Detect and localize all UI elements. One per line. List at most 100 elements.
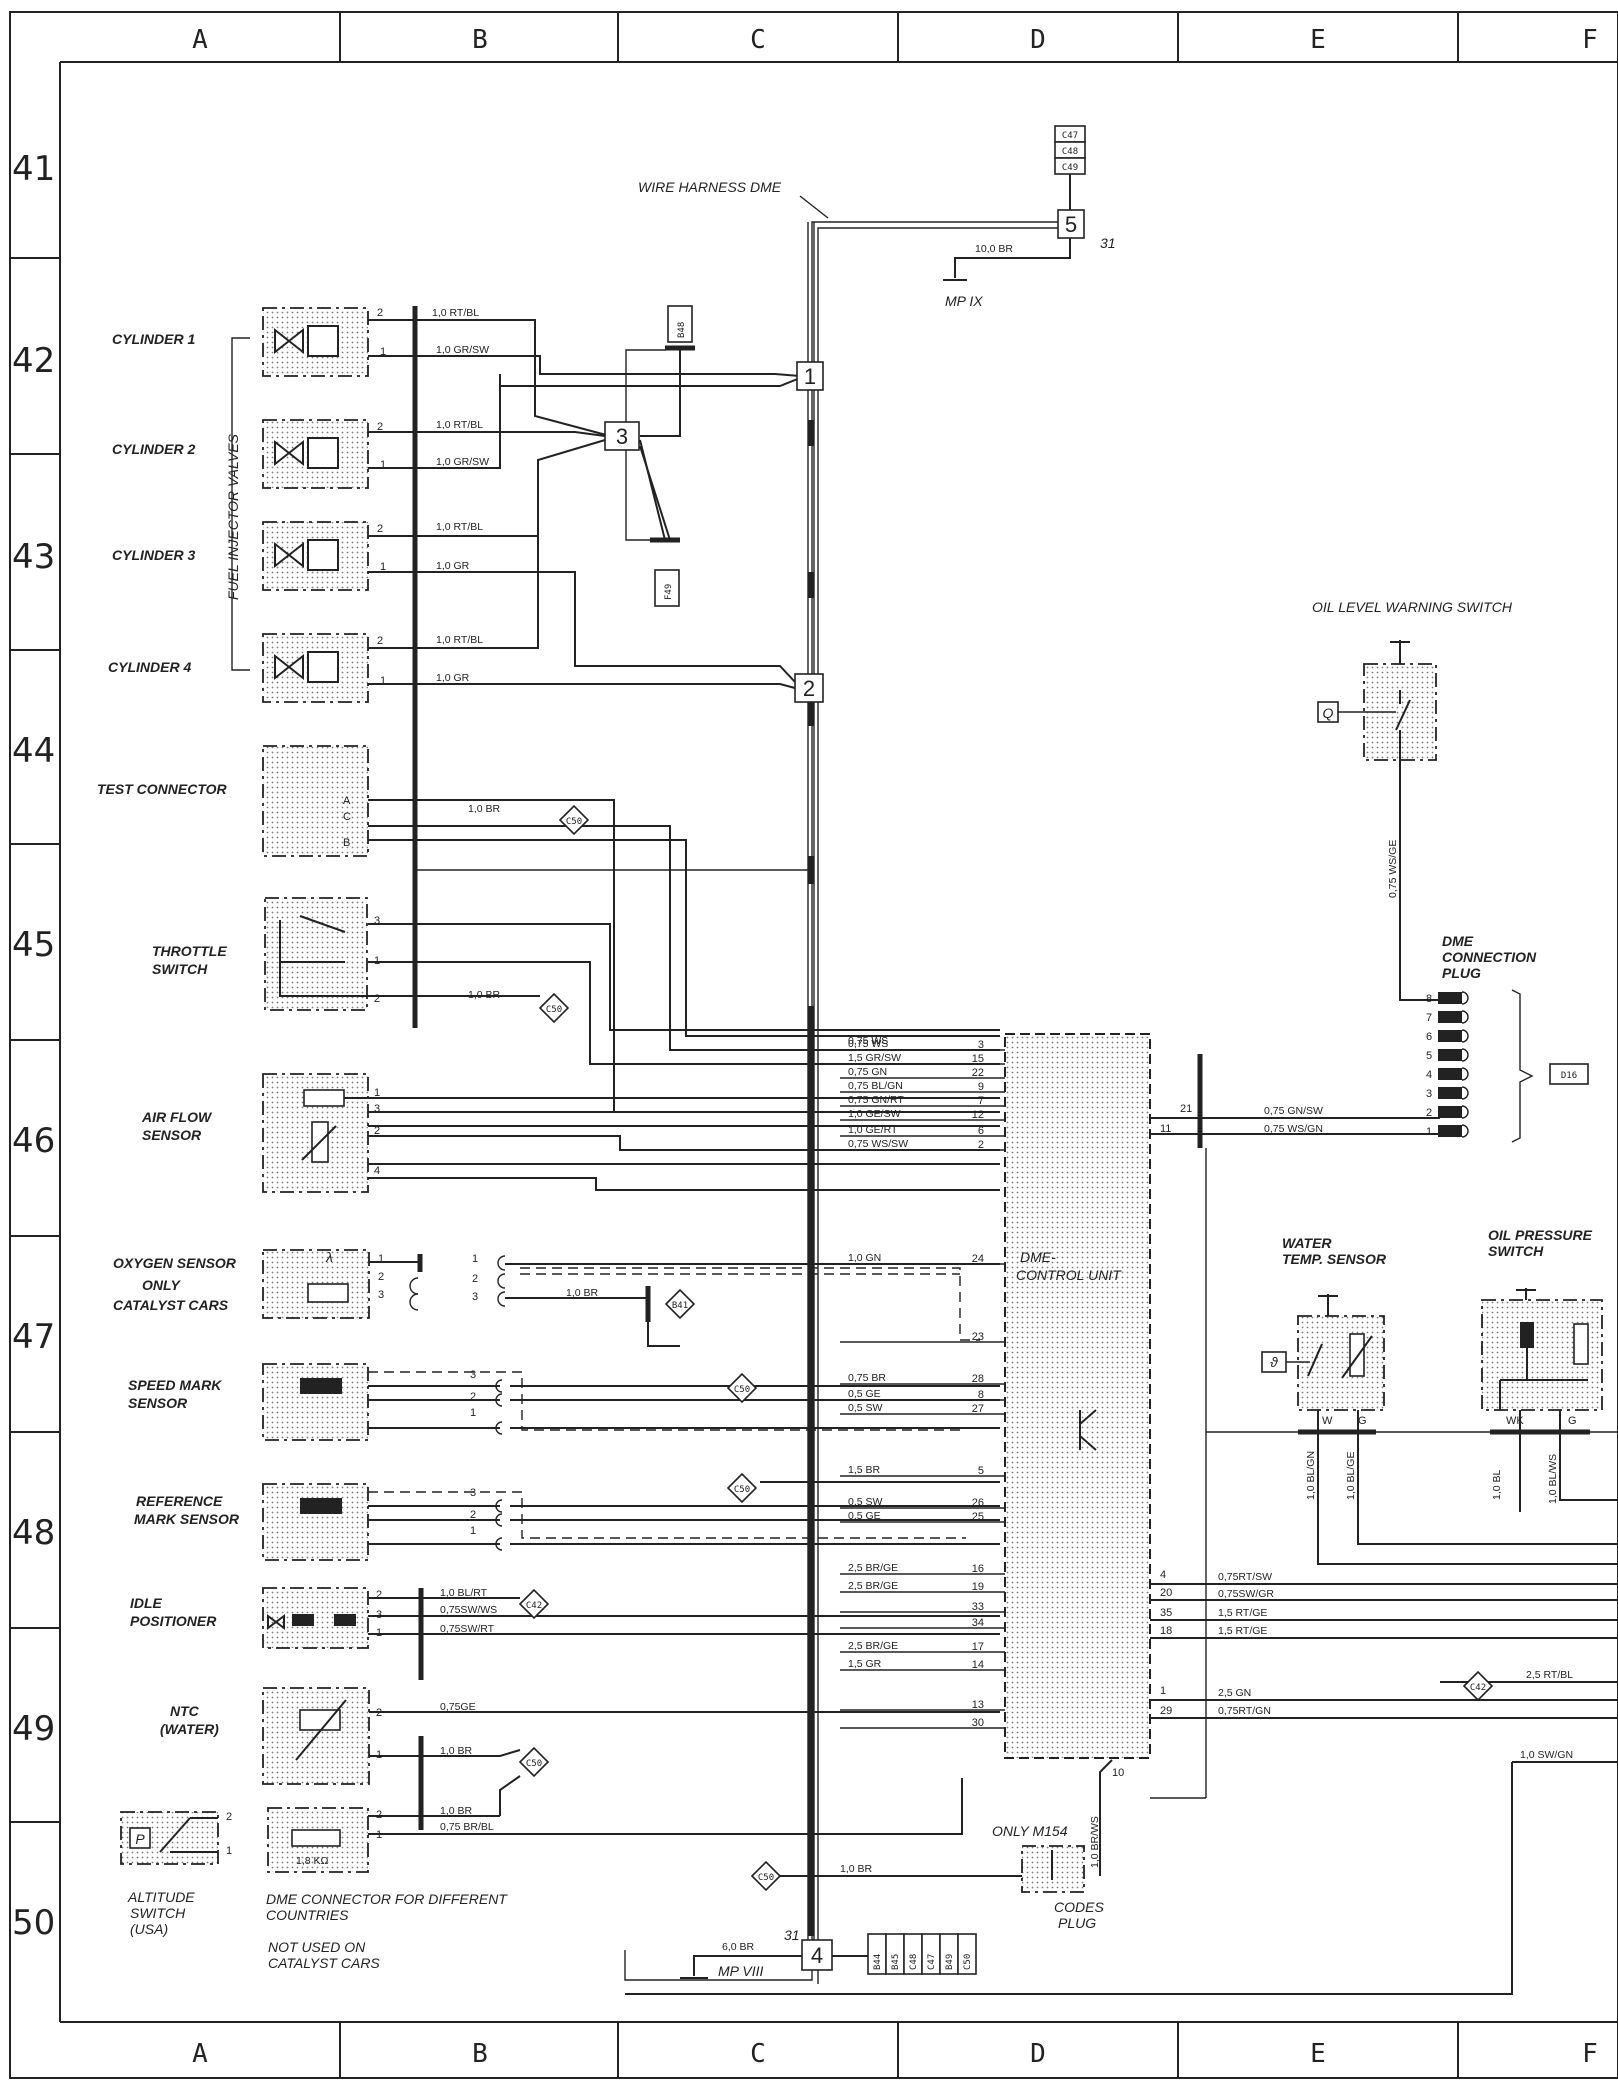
ecu-pin-16: 16: [972, 1563, 984, 1575]
svg-text:B41: B41: [672, 1301, 688, 1311]
svg-text:C50: C50: [734, 1385, 750, 1395]
ecu-pin-6: 6: [978, 1125, 984, 1137]
row-49: 49: [12, 1709, 55, 1749]
ecu-wire-label: 0,5 GE: [848, 1388, 881, 1400]
ecu-pin-25: 25: [972, 1511, 984, 1523]
row-44: 44: [12, 731, 55, 771]
oil-level-label: OIL LEVEL WARNING SWITCH: [1312, 599, 1513, 615]
plug-contact: [1438, 992, 1462, 1004]
ecu-pin-22: 22: [972, 1067, 984, 1079]
node-4: 4: [811, 1943, 823, 1968]
speed-mark-sensor: SPEED MARK SENSOR 321 C50: [128, 1363, 1000, 1441]
ref-c47: C47: [927, 1954, 937, 1970]
throttle-label-2: SWITCH: [152, 961, 208, 977]
row-41: 41: [12, 149, 55, 189]
not-used-label-2: CATALYST CARS: [268, 1955, 380, 1971]
wire-10br: 10,0 BR: [975, 243, 1013, 255]
dme-control-unit: DME- CONTROL UNIT 0,75 WS1,5 GR/SW0,75 G…: [840, 1033, 1203, 1759]
ecu-pin-14: 14: [972, 1659, 984, 1671]
ecu-pin-15: 15: [972, 1053, 984, 1065]
svg-text:2: 2: [374, 1125, 380, 1137]
speed-label-1: SPEED MARK: [128, 1377, 222, 1393]
svg-text:4: 4: [1160, 1569, 1166, 1581]
refmark-label-1: REFERENCE: [136, 1493, 223, 1509]
row-47: 47: [12, 1317, 55, 1357]
svg-text:G: G: [1568, 1415, 1577, 1427]
svg-text:1: 1: [380, 346, 386, 358]
ecu-wire-label: 0,75 WS/SW: [848, 1138, 908, 1150]
wl-r35: 1,5 RT/GE: [1218, 1607, 1267, 1619]
row-42: 42: [12, 341, 55, 381]
svg-text:3: 3: [374, 915, 380, 927]
ref-c49: C49: [1062, 163, 1078, 173]
svg-text:35: 35: [1160, 1607, 1172, 1619]
wl-op2: 1,0 BL/WS: [1547, 1454, 1559, 1504]
oil-pressure-switch: OIL PRESSURE SWITCH WK G 1,0 BL 1,0 BL/W…: [1481, 1227, 1618, 1512]
ecu-wire-label: 1,5 BR: [848, 1464, 881, 1476]
wl-op1: 1,0 BL: [1491, 1469, 1503, 1500]
wl-idle-c: 0,75SW/RT: [440, 1623, 495, 1635]
ref-d16: D16: [1561, 1071, 1577, 1081]
svg-text:18: 18: [1160, 1625, 1172, 1637]
wl-c2a: 1,0 RT/BL: [436, 419, 483, 431]
column-headers-bottom: A B C D E F: [192, 2039, 1598, 2069]
svg-text:C42: C42: [1470, 1683, 1486, 1693]
oxygen-label-3: CATALYST CARS: [113, 1297, 229, 1313]
wl-r20: 0,75SW/GR: [1218, 1588, 1274, 1600]
ecu-label-2: CONTROL UNIT: [1016, 1267, 1122, 1283]
plug-socket: [1461, 1086, 1469, 1100]
ecu-pin-5: 5: [978, 1465, 984, 1477]
wl-c4a: 1,0 RT/BL: [436, 634, 483, 646]
ntc-water: NTC (WATER) 21 0,75GE 1,0 BR C50: [160, 1687, 1000, 1830]
wl-oilsw: 0,75 WS/GE: [1387, 840, 1399, 898]
node-3: 3: [616, 424, 628, 449]
col-e: E: [1310, 25, 1326, 55]
row-50: 50: [12, 1903, 55, 1943]
ecu-wire-label: 0,75 GN: [848, 1066, 887, 1078]
ground-5-assembly: C47 C48 C49 5 31 10,0 BR MP IX WIRE HARN…: [624, 125, 1116, 1984]
ecu-pin-12: 12: [972, 1109, 984, 1121]
node-2: 2: [803, 676, 815, 701]
column-headers-top: A B C D E F: [192, 25, 1598, 55]
oil-level-warning-switch: OIL LEVEL WARNING SWITCH Q 0,75 WS/GE: [1312, 599, 1513, 1001]
codes-label-1: CODES: [1054, 1899, 1104, 1915]
test-connector: TEST CONNECTOR A C B 1,0 BR C50: [97, 745, 1000, 1113]
wl-r29: 0,75RT/GN: [1218, 1705, 1271, 1717]
svg-text:1: 1: [226, 1845, 232, 1857]
ground-31-bottom: 31: [784, 1927, 800, 1943]
ecu-wire-label: 0,5 SW: [848, 1496, 883, 1508]
svg-text:21: 21: [1180, 1103, 1192, 1115]
speed-label-2: SENSOR: [128, 1395, 188, 1411]
col-c: C: [750, 25, 766, 55]
wl-r25rtbl: 2,5 RT/BL: [1526, 1669, 1573, 1681]
row-48: 48: [12, 1513, 55, 1553]
oil-press-label-2: SWITCH: [1488, 1243, 1544, 1259]
mp-viii: MP VIII: [718, 1963, 763, 1979]
plug-contact: [1438, 1068, 1462, 1080]
svg-text:1: 1: [380, 675, 386, 687]
ecu-pin-27: 27: [972, 1403, 984, 1415]
wl-idle-b: 0,75SW/WS: [440, 1604, 497, 1616]
svg-text:29: 29: [1160, 1705, 1172, 1717]
svg-text:1: 1: [378, 1253, 384, 1265]
ref-f49: F49: [664, 584, 674, 600]
svg-text:1: 1: [470, 1407, 476, 1419]
row-headers: 41 42 43 44 45 46 47 48 49 50: [12, 149, 55, 1943]
mp-ix: MP IX: [945, 293, 983, 309]
svg-text:3: 3: [470, 1487, 476, 1499]
ref-c48: C48: [909, 1954, 919, 1970]
col-f: F: [1582, 25, 1598, 55]
ecu-left-labels: 0,75 WS1,5 GR/SW0,75 GN0,75 BL/GN0,75 GN…: [840, 1038, 1005, 1729]
ecu-pin-33: 33: [972, 1601, 984, 1613]
plug-pin-8: 8: [1426, 993, 1432, 1005]
row-43: 43: [12, 537, 55, 577]
wl-c1a: 1,0 RT/BL: [432, 307, 479, 319]
svg-text:ϑ: ϑ: [1270, 1354, 1279, 1370]
plug-pin-2: 2: [1426, 1107, 1432, 1119]
svg-text:C50: C50: [758, 1873, 774, 1883]
svg-text:P: P: [135, 1831, 145, 1847]
col-a: A: [192, 25, 208, 55]
svg-text:1: 1: [380, 459, 386, 471]
oxygen-label-1: OXYGEN SENSOR: [113, 1255, 237, 1271]
